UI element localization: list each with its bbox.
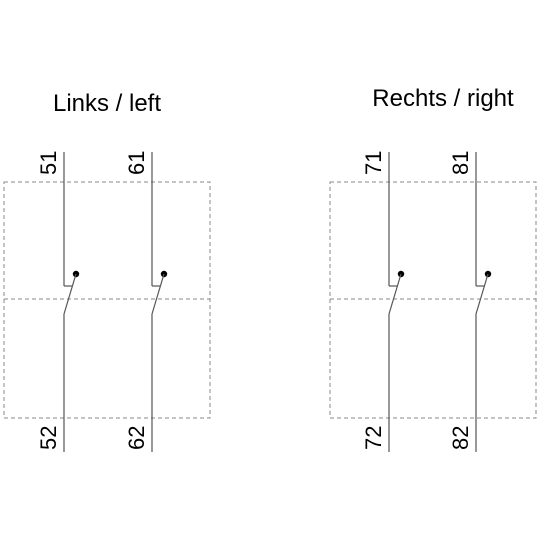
left-contact-1: 51 52 (36, 151, 80, 452)
terminal-label-top: 61 (124, 151, 149, 175)
contact-blade (63, 273, 77, 315)
contact-blade (388, 273, 402, 315)
right-block-outline (329, 181, 537, 419)
terminal-label-bottom: 72 (361, 426, 386, 450)
contact-blade (475, 273, 489, 315)
left-block-title: Links / left (53, 90, 161, 117)
terminal-label-bottom: 62 (124, 426, 149, 450)
left-contact-2: 61 62 (124, 151, 168, 452)
contact-blade (151, 273, 165, 315)
right-contact-1: 71 72 (361, 151, 405, 452)
terminal-label-bottom: 52 (36, 426, 61, 450)
terminal-label-top: 71 (361, 151, 386, 175)
terminal-label-bottom: 82 (448, 426, 473, 450)
left-block-outline (3, 181, 211, 419)
right-block-title: Rechts / right (372, 85, 514, 112)
terminal-label-top: 81 (448, 151, 473, 175)
terminal-label-top: 51 (36, 151, 61, 175)
left-contact-block: Links / left 51 52 61 62 (3, 90, 211, 452)
right-contact-2: 81 82 (448, 151, 492, 452)
right-contact-block: Rechts / right 71 72 81 82 (329, 85, 537, 452)
